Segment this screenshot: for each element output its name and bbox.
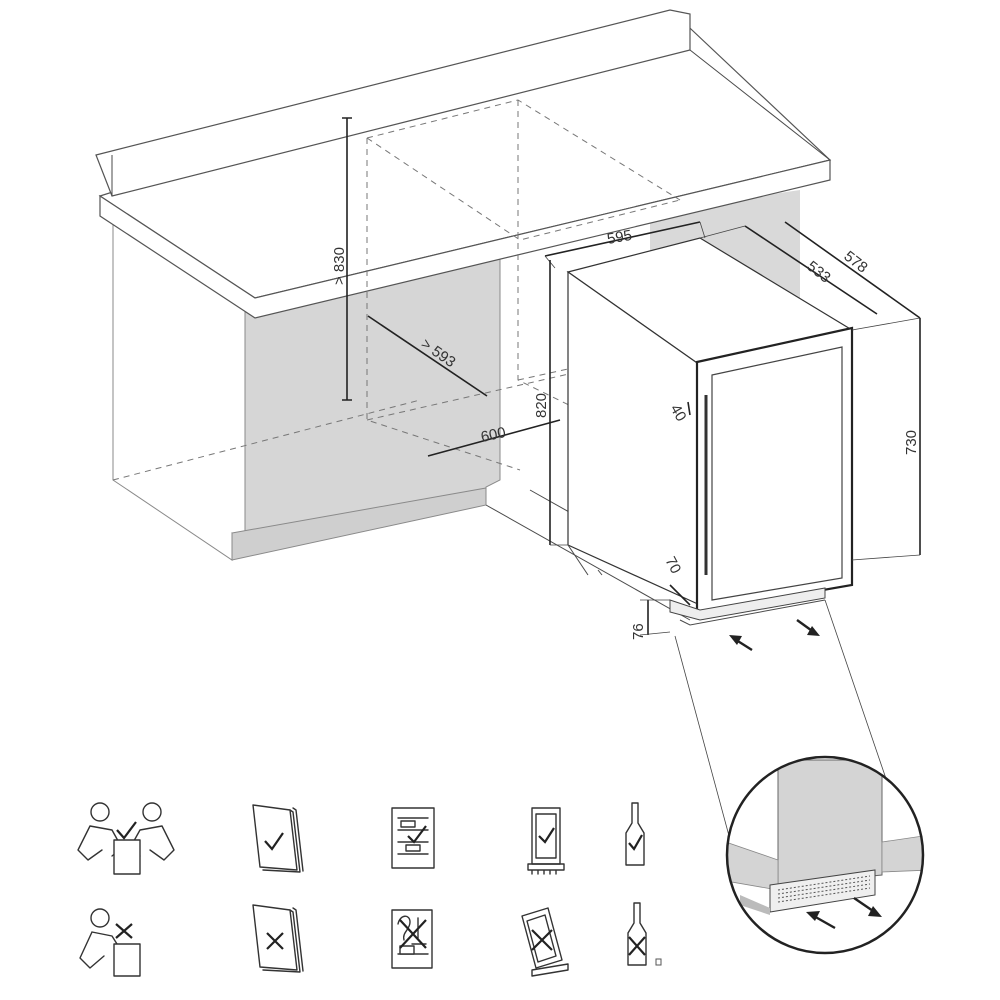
dim-appliance-height-body: 730 [903, 430, 920, 455]
two-person-lift-ok-icon [77, 802, 175, 875]
tilted-transport-not-ok-icon [521, 907, 569, 977]
dim-appliance-depth-door: 578 [841, 248, 871, 277]
dim-door-offset: 40 [667, 402, 690, 425]
vent-detail-magnifier [725, 755, 925, 955]
wine-cooler [566, 237, 854, 626]
dim-plinth-gap: 70 [661, 554, 684, 577]
manual-not-ok-icon [252, 904, 304, 973]
magnifier-arrow-in [806, 911, 836, 930]
upright-transport-ok-icon [527, 807, 565, 875]
dim-plinth-height: 76 [630, 623, 647, 640]
cooler-door-glass [711, 346, 843, 601]
countertop-backsplash [95, 9, 691, 197]
dim-height-min-cavity: > 830 [331, 247, 348, 285]
one-person-lift-not-ok-icon [79, 908, 141, 977]
cooler-plinth [669, 587, 826, 621]
magnifier-arrow-out [853, 897, 882, 917]
shelf-loading-ok-icon [391, 807, 435, 869]
countertop-front-edge [99, 159, 831, 319]
dim-appliance-height-total: 820 [533, 393, 550, 418]
airflow-arrow-out [796, 619, 820, 636]
airflow-arrow-in [729, 635, 753, 652]
dim-appliance-width: 595 [606, 227, 634, 248]
dimension-lines [342, 117, 921, 859]
shelf-loading-not-ok-icon [391, 909, 433, 969]
bottle-not-ok-icon [627, 902, 662, 966]
bottle-ok-icon [625, 802, 645, 866]
manual-ok-icon [252, 804, 304, 873]
kitchen-cabinet [95, 9, 832, 621]
dim-width-cavity: 600 [479, 424, 507, 446]
